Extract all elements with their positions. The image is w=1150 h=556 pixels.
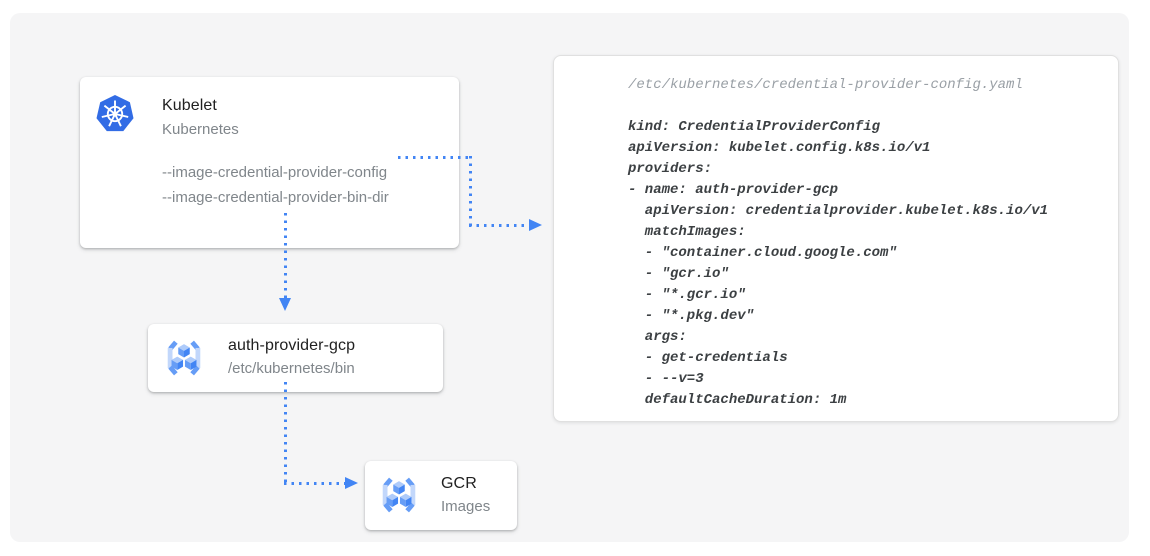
gcr-title: GCR (441, 475, 477, 492)
gcr-subtitle: Images (441, 498, 491, 515)
credential-provider-config-panel: /etc/kubernetes/credential-provider-conf… (553, 55, 1119, 422)
kubelet-subtitle: Kubernetes (162, 121, 239, 138)
gcr-icon (376, 472, 422, 523)
diagram-canvas: Kubelet Kubernetes --image-credential-pr… (10, 13, 1129, 542)
gcr-icon (161, 335, 207, 386)
kubelet-flag-config: --image-credential-provider-config (162, 164, 388, 181)
config-file-path: /etc/kubernetes/credential-provider-conf… (628, 77, 1023, 93)
auth-provider-title: auth-provider-gcp (228, 337, 356, 354)
auth-provider-gcp-card: auth-provider-gcp /etc/kubernetes/bin (148, 324, 443, 392)
arrow-segment (284, 382, 287, 484)
arrowhead-down-icon (279, 298, 291, 311)
kubelet-title: Kubelet (162, 97, 217, 114)
config-yaml-code: kind: CredentialProviderConfig apiVersio… (628, 119, 1049, 408)
arrowhead-right-icon (529, 219, 542, 231)
arrow-segment (284, 482, 346, 485)
arrowhead-right-icon (345, 477, 358, 489)
kubernetes-icon (96, 95, 134, 138)
kubelet-card: Kubelet Kubernetes --image-credential-pr… (80, 77, 459, 248)
arrow-segment (469, 224, 530, 227)
arrow-segment (284, 213, 287, 300)
arrow-segment (398, 156, 472, 159)
kubelet-flag-bin-dir: --image-credential-provider-bin-dir (162, 189, 389, 206)
arrow-segment (469, 156, 472, 226)
gcr-card: GCR Images (365, 461, 517, 530)
auth-provider-path: /etc/kubernetes/bin (228, 360, 355, 377)
